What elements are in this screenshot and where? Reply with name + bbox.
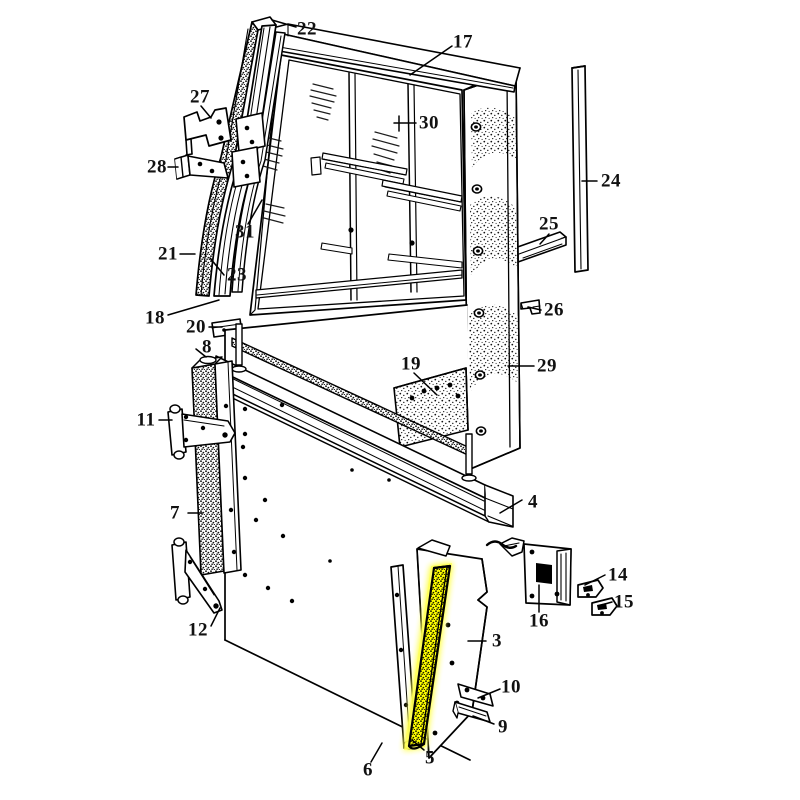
part-8-post-cap	[191, 355, 223, 369]
part-15-latch-plate-small-2	[591, 597, 618, 616]
callout-leader-lines	[158, 19, 613, 763]
front-post-hinge-blocks	[231, 112, 266, 188]
part-17-upper-frame-top-rail	[261, 23, 521, 93]
latch-linkage	[485, 540, 518, 549]
part-7-post-outer-flange	[214, 360, 242, 574]
part-16-latch-housing	[499, 537, 572, 606]
upper-frame-glass-assembly	[249, 54, 467, 316]
part-28-hinge-pin-bracket	[174, 154, 229, 180]
part-24-vertical-rod	[571, 65, 589, 273]
part-5-weatherstrip-seal-highlighted	[404, 563, 452, 750]
part-29-rear-side-panel	[463, 67, 521, 471]
part-12-hinge-lower	[171, 537, 223, 614]
part-27-upper-hinge-bracket	[183, 107, 232, 156]
part-25-channel-section	[511, 231, 567, 263]
